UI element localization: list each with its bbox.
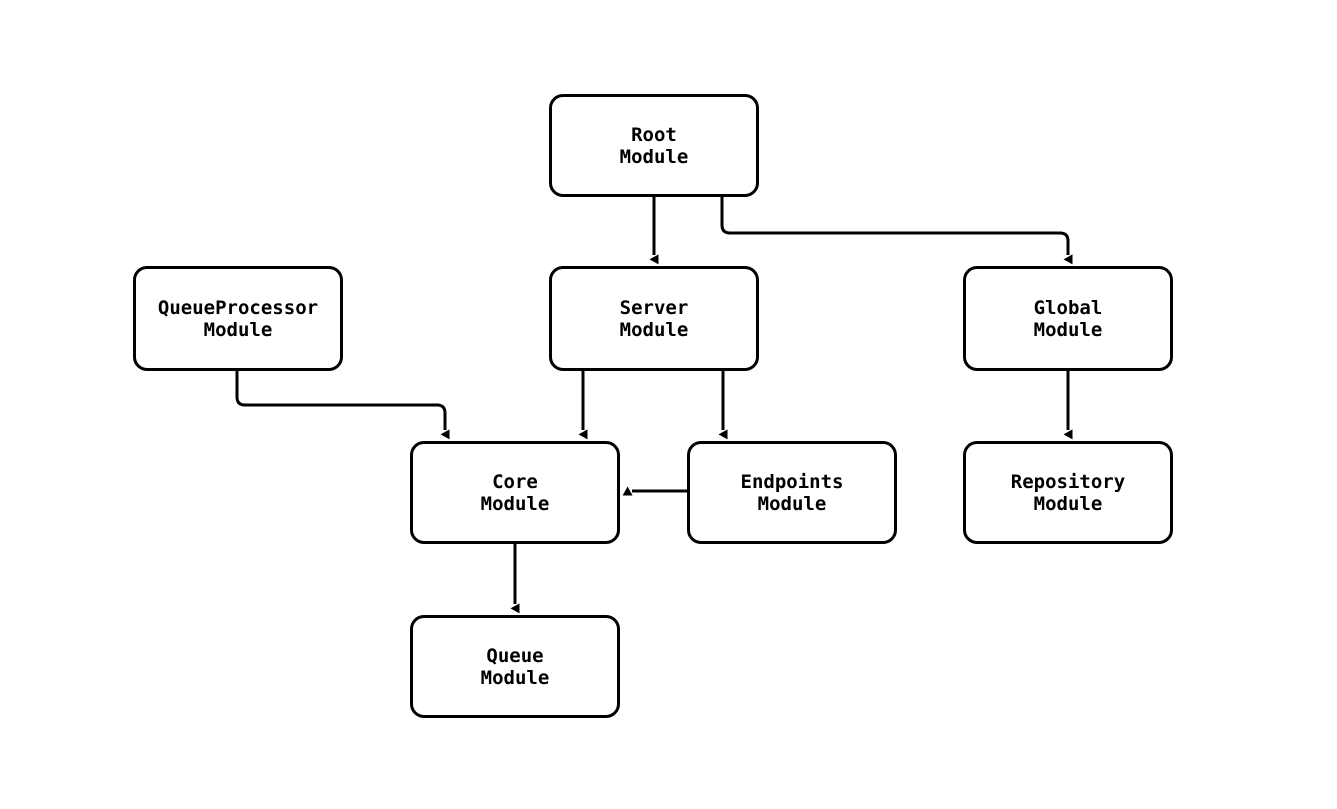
node-global-label-line2: Module xyxy=(1033,318,1103,341)
node-queue-label-line1: Queue xyxy=(486,644,544,667)
node-queueprocessor-label-line1: QueueProcessor xyxy=(157,296,319,319)
node-root-label-line1: Root xyxy=(631,123,677,146)
node-queue-label-line2: Module xyxy=(480,666,550,689)
node-root-label-line2: Module xyxy=(619,145,689,168)
node-core-label-line2: Module xyxy=(480,492,550,515)
node-repository-label-line1: Repository xyxy=(1010,470,1126,493)
node-repository-label-line2: Module xyxy=(1033,492,1103,515)
edge-queueprocessor-to-core xyxy=(235,371,450,440)
node-server-label-line1: Server xyxy=(619,296,689,319)
edge-root-to-global xyxy=(720,197,1073,265)
node-queueprocessor-label-line2: Module xyxy=(203,318,273,341)
node-endpoints-label-line1: Endpoints xyxy=(740,470,844,493)
node-server-label-line2: Module xyxy=(619,318,689,341)
node-global-label-line1: Global xyxy=(1033,296,1103,319)
node-endpoints-label-line2: Module xyxy=(757,492,827,515)
node-core-label-line1: Core xyxy=(492,470,538,493)
